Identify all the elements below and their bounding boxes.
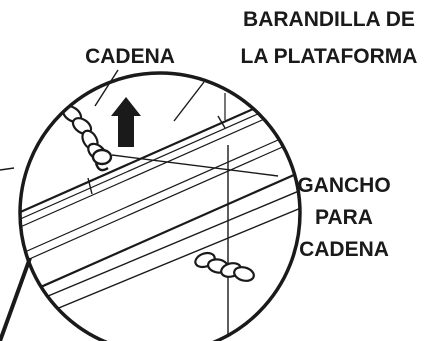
label-platform-rail-line1: BARANDILLA DE bbox=[243, 8, 415, 31]
label-chain-hook-line2: PARA bbox=[315, 206, 373, 229]
leader-line-chain bbox=[94, 69, 119, 107]
leader-line-chain-hook bbox=[111, 154, 279, 177]
magnifier-outline bbox=[18, 71, 302, 341]
up-arrow-icon bbox=[111, 97, 141, 147]
magnifier-handle bbox=[0, 257, 32, 341]
label-chain-hook-line1: GANCHO bbox=[297, 174, 390, 197]
label-chain: CADENA bbox=[85, 45, 175, 68]
label-platform-rail-line2: LA PLATAFORMA bbox=[241, 45, 418, 68]
off-image-leader-line bbox=[0, 167, 15, 171]
leader-line-platform-rail bbox=[173, 81, 205, 122]
chain-lower bbox=[194, 251, 255, 282]
label-chain-hook-line3: CADENA bbox=[299, 238, 389, 261]
chain-hook bbox=[91, 148, 113, 172]
